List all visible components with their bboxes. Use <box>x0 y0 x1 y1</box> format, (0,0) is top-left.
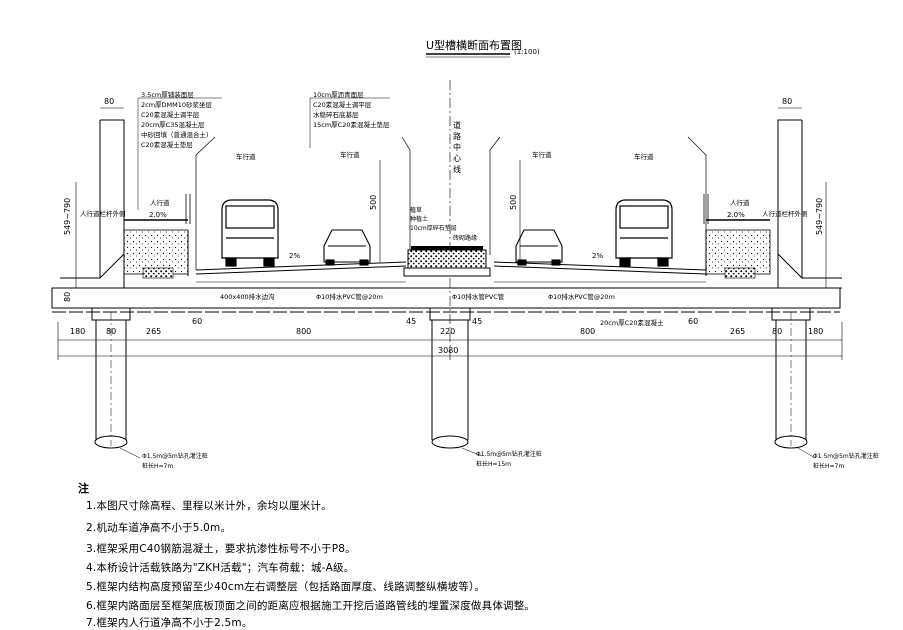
svg-text:C20素混凝土垫层: C20素混凝土垫层 <box>141 140 193 149</box>
svg-text:400x400排水边沟: 400x400排水边沟 <box>220 292 275 301</box>
right-sidewalk <box>703 194 771 279</box>
svg-text:植草: 植草 <box>410 206 422 214</box>
svg-text:10cm厚沥青面层: 10cm厚沥青面层 <box>313 90 364 99</box>
svg-text:桩长H=7m: 桩长H=7m <box>142 462 173 470</box>
drawing-scale: (1:100) <box>514 48 540 56</box>
svg-text:中砂回填（普通混合土）: 中砂回填（普通混合土） <box>141 130 213 139</box>
note-7: 7.框架内人行道净高不小于2.5m。 <box>86 617 253 629</box>
svg-text:20cm厚C35混凝土层: 20cm厚C35混凝土层 <box>141 120 205 129</box>
left-sidewalk <box>123 194 191 279</box>
svg-text:2.0%: 2.0% <box>149 211 167 219</box>
svg-text:220: 220 <box>440 327 455 336</box>
bus-left <box>221 199 279 267</box>
median <box>403 246 491 277</box>
svg-text:Φ10排水管PVC管: Φ10排水管PVC管 <box>452 292 505 301</box>
note-2: 2.机动车道净高不小于5.0m。 <box>86 522 232 534</box>
sidewalk-labels: 人行道 人行道 人行道栏杆外侧 人行道栏杆外侧 <box>80 198 808 218</box>
svg-text:2%: 2% <box>289 252 300 260</box>
svg-text:桩长H=7m: 桩长H=7m <box>813 462 844 470</box>
svg-text:265: 265 <box>730 327 745 336</box>
svg-text:Φ10排水PVC管@20m: Φ10排水PVC管@20m <box>548 292 615 301</box>
svg-text:60: 60 <box>688 317 698 326</box>
svg-text:人行道: 人行道 <box>150 198 170 207</box>
svg-text:20cm厚C20素混凝土: 20cm厚C20素混凝土 <box>600 318 664 327</box>
svg-text:车行道: 车行道 <box>532 150 552 159</box>
svg-text:549~790: 549~790 <box>815 198 824 235</box>
svg-text:车行道: 车行道 <box>340 150 360 159</box>
svg-text:80: 80 <box>772 327 782 336</box>
svg-text:80: 80 <box>782 97 792 106</box>
svg-text:10cm厚碎石垫层: 10cm厚碎石垫层 <box>410 224 457 232</box>
bottom-dimension-row: 180 80 265 60 800 45 220 45 800 60 265 8… <box>70 317 823 336</box>
svg-text:500: 500 <box>369 195 378 210</box>
svg-text:80: 80 <box>106 327 116 336</box>
slope-labels: 2.0% 2% 2% 2.0% <box>149 211 745 260</box>
dimension-texts: 80 80 549~790 549~790 500 500 80 3080 <box>63 97 824 355</box>
left-layer-labels: 3.5cm厚铺装面层 2cm厚DMM10砂浆坐层 C20素混凝土调平层 20cm… <box>141 90 213 149</box>
svg-text:C20素混凝土调平层: C20素混凝土调平层 <box>313 100 372 109</box>
layer-leaders <box>137 97 390 210</box>
svg-text:心: 心 <box>453 154 461 163</box>
pipe-labels: 400x400排水边沟 Φ10排水PVC管@20m Φ10排水管PVC管 Φ10… <box>220 292 664 327</box>
svg-text:2cm厚DMM10砂浆坐层: 2cm厚DMM10砂浆坐层 <box>141 100 213 109</box>
notes-title: 注 <box>78 482 89 495</box>
svg-text:45: 45 <box>406 317 416 326</box>
svg-text:60: 60 <box>192 317 202 326</box>
svg-text:15cm厚C20素混凝土垫层: 15cm厚C20素混凝土垫层 <box>313 120 390 129</box>
svg-text:人行道栏杆外侧: 人行道栏杆外侧 <box>762 209 808 218</box>
svg-text:水稳碎石底基层: 水稳碎石底基层 <box>313 110 359 119</box>
svg-text:C20素混凝土调平层: C20素混凝土调平层 <box>141 110 200 119</box>
svg-text:Φ10排水PVC管@20m: Φ10排水PVC管@20m <box>316 292 383 301</box>
svg-text:线: 线 <box>453 164 461 174</box>
note-3: 3.框架采用C40钢筋混凝土，要求抗渗性标号不小于P8。 <box>86 543 356 555</box>
svg-text:800: 800 <box>580 327 595 336</box>
center-line-label: 道 路 中 心 线 <box>453 120 461 174</box>
svg-text:砖砌路缘: 砖砌路缘 <box>453 234 477 242</box>
svg-text:车行道: 车行道 <box>634 152 654 161</box>
center-layer-labels: 10cm厚沥青面层 C20素混凝土调平层 水稳碎石底基层 15cm厚C20素混凝… <box>313 90 390 129</box>
svg-text:549~790: 549~790 <box>63 198 72 235</box>
svg-text:180: 180 <box>70 327 85 336</box>
svg-text:2%: 2% <box>592 252 603 260</box>
svg-text:Φ1.5m@5m钻孔灌注桩: Φ1.5m@5m钻孔灌注桩 <box>476 450 542 458</box>
svg-text:500: 500 <box>509 195 518 210</box>
dimension-lines <box>57 107 843 360</box>
svg-text:Φ1.5m@5m钻孔灌注桩: Φ1.5m@5m钻孔灌注桩 <box>142 452 208 460</box>
drawing-title: U型槽横断面布置图 <box>426 38 522 52</box>
bus-right <box>615 199 673 267</box>
svg-text:路: 路 <box>453 131 461 141</box>
svg-text:80: 80 <box>63 292 72 302</box>
svg-text:80: 80 <box>104 97 114 106</box>
median-labels: 植草 种植土 10cm厚碎石垫层 砖砌路缘 <box>410 206 477 242</box>
right-wall <box>777 119 842 289</box>
svg-text:中: 中 <box>453 142 461 152</box>
svg-text:Φ1.5m@5m钻孔灌注桩: Φ1.5m@5m钻孔灌注桩 <box>813 452 879 460</box>
car-right <box>515 229 563 266</box>
note-5: 5.框架内结构高度预留至少40cm左右调整层（包括路面厚度、线路调整纵横坡等）。 <box>86 581 486 593</box>
note-4: 4.本桥设计活载铁路为"ZKH活载"；汽车荷载：城-A级。 <box>86 562 355 574</box>
svg-text:45: 45 <box>472 317 482 326</box>
svg-text:车行道: 车行道 <box>236 152 256 161</box>
note-1: 1.本图尺寸除高程、里程以米计外，余均以厘米计。 <box>86 500 332 512</box>
svg-text:2.0%: 2.0% <box>727 211 745 219</box>
lane-labels: 车行道 车行道 车行道 车行道 <box>236 150 654 161</box>
note-6: 6.框架内路面层至框架底板顶面之间的距离应根据施工开挖后道路管线的埋置深度做具体… <box>86 600 536 612</box>
svg-text:180: 180 <box>808 327 823 336</box>
car-left <box>323 229 371 266</box>
svg-text:种植土: 种植土 <box>410 215 428 223</box>
svg-text:桩长H=15m: 桩长H=15m <box>476 460 511 468</box>
road-surfaces <box>195 261 707 283</box>
svg-text:人行道: 人行道 <box>730 198 750 207</box>
svg-text:人行道栏杆外侧: 人行道栏杆外侧 <box>80 209 126 218</box>
svg-text:265: 265 <box>146 327 161 336</box>
pile-labels: Φ1.5m@5m钻孔灌注桩 桩长H=7m Φ1.5m@5m钻孔灌注桩 桩长H=1… <box>119 447 879 470</box>
roadway-inner-outlines <box>195 136 707 270</box>
svg-text:道: 道 <box>453 120 461 130</box>
svg-text:3.5cm厚铺装面层: 3.5cm厚铺装面层 <box>141 90 194 99</box>
svg-text:3080: 3080 <box>438 346 458 355</box>
svg-text:800: 800 <box>296 327 311 336</box>
